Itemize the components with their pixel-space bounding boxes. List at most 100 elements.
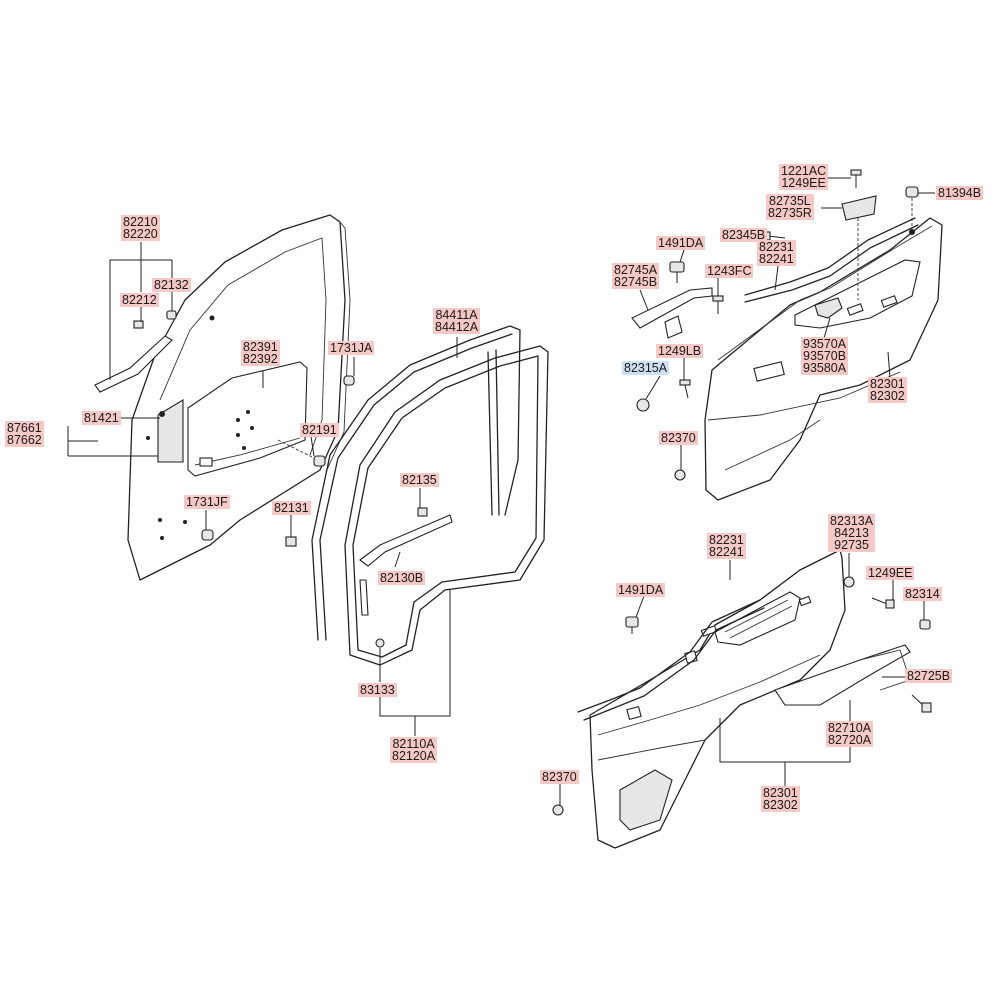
label-line: 82745B bbox=[614, 275, 658, 289]
leader-lines bbox=[67, 177, 935, 805]
grip-handle-82735 bbox=[841, 195, 877, 300]
label-82131[interactable]: 82131 bbox=[272, 501, 311, 515]
clip-82370-upper bbox=[674, 469, 686, 481]
label-line: 82745A bbox=[614, 263, 658, 277]
label-line: 1491DA bbox=[618, 583, 664, 597]
door-frame bbox=[127, 214, 351, 581]
label-line: 87662 bbox=[7, 433, 42, 447]
clip-82131 bbox=[285, 536, 297, 547]
screw-1249LB bbox=[679, 379, 691, 399]
label-line: 82720A bbox=[828, 733, 872, 747]
label-line: 83133 bbox=[360, 683, 395, 697]
label-line: 1221AC bbox=[781, 164, 827, 178]
label-line: 82220 bbox=[123, 227, 158, 241]
label-line: 82370 bbox=[661, 431, 696, 445]
label-line: 82110A bbox=[392, 737, 435, 751]
label-line: 82345B bbox=[722, 228, 766, 242]
label-line: 82302 bbox=[763, 798, 798, 812]
label-line: 84411A bbox=[435, 308, 478, 322]
label-81421[interactable]: 81421 bbox=[82, 411, 121, 425]
label-line: 82130B bbox=[380, 571, 424, 585]
clip-82313A bbox=[843, 576, 855, 588]
label-line: 81394B bbox=[938, 186, 982, 200]
screw-1243FC bbox=[712, 295, 724, 314]
label-81394B[interactable]: 81394B bbox=[936, 186, 984, 200]
small-clip-82132 bbox=[166, 310, 177, 320]
label-82315A[interactable]: 82315A bbox=[622, 361, 670, 375]
delta-mirror-cover bbox=[157, 399, 184, 463]
label-line: 82241 bbox=[709, 545, 744, 559]
label-line: 82132 bbox=[154, 278, 189, 292]
screw-1249EE bbox=[871, 597, 895, 609]
bolt-1491DA-lower bbox=[625, 616, 639, 634]
label-line: 1249LB bbox=[658, 344, 702, 358]
label-82132[interactable]: 82132 bbox=[152, 278, 191, 292]
label-line: 82391 bbox=[243, 340, 278, 354]
label-82135[interactable]: 82135 bbox=[400, 473, 439, 487]
door-opening-weatherstrip bbox=[311, 325, 549, 666]
screw-1221AC bbox=[850, 169, 862, 188]
label-line: 87661 bbox=[7, 421, 42, 435]
label-82725B[interactable]: 82725B bbox=[905, 669, 953, 683]
label-line: 82302 bbox=[870, 389, 905, 403]
label-1491DA-upper[interactable]: 1491DA bbox=[656, 236, 706, 250]
label-82130B[interactable]: 82130B bbox=[378, 571, 426, 585]
label-line: 82301 bbox=[870, 377, 905, 391]
label-line: 93580A bbox=[803, 361, 847, 375]
label-82345B[interactable]: 82345B bbox=[720, 228, 768, 242]
label-line: 81421 bbox=[84, 411, 119, 425]
label-1249LB[interactable]: 1249LB bbox=[656, 344, 704, 358]
label-line: 82135 bbox=[402, 473, 437, 487]
label-line: 82735L bbox=[769, 194, 811, 208]
label-82370-upper[interactable]: 82370 bbox=[659, 431, 698, 445]
screw-82345B bbox=[763, 231, 786, 241]
clip-81394B bbox=[905, 186, 919, 230]
label-line: 82301 bbox=[763, 786, 798, 800]
label-1491DA-lower[interactable]: 1491DA bbox=[616, 583, 666, 597]
clip-82314 bbox=[919, 619, 931, 630]
label-82212[interactable]: 82212 bbox=[120, 293, 159, 307]
label-1731JF[interactable]: 1731JF bbox=[184, 495, 230, 509]
grommet-1731JA bbox=[343, 375, 355, 386]
label-82314[interactable]: 82314 bbox=[903, 587, 942, 601]
label-line: 1491DA bbox=[658, 236, 704, 250]
label-line: 82315A bbox=[624, 361, 668, 375]
door-inner-handle bbox=[814, 297, 843, 319]
label-line: 1249EE bbox=[781, 176, 826, 190]
label-line: 82191 bbox=[302, 423, 337, 437]
label-1249EE[interactable]: 1249EE bbox=[866, 566, 915, 580]
bracket-82745 bbox=[631, 287, 713, 339]
label-line: 82725B bbox=[907, 669, 951, 683]
small-clip-82212 bbox=[133, 320, 144, 329]
label-line: 82313A bbox=[830, 514, 874, 528]
label-1243FC[interactable]: 1243FC bbox=[705, 264, 754, 278]
label-line: 93570A bbox=[803, 337, 847, 351]
armrest-bracket-82710A bbox=[774, 644, 911, 706]
label-1731JA[interactable]: 1731JA bbox=[328, 341, 375, 355]
label-line: 82710A bbox=[828, 721, 872, 735]
label-line: 1243FC bbox=[707, 264, 752, 278]
label-line: 82392 bbox=[243, 352, 278, 366]
label-82191[interactable]: 82191 bbox=[300, 423, 339, 437]
clip-82370-lower bbox=[552, 804, 564, 816]
label-83133[interactable]: 83133 bbox=[358, 683, 397, 697]
label-line: 82735R bbox=[768, 206, 812, 220]
label-82370-lower[interactable]: 82370 bbox=[540, 770, 579, 784]
door-glass-run-rear bbox=[94, 335, 173, 393]
